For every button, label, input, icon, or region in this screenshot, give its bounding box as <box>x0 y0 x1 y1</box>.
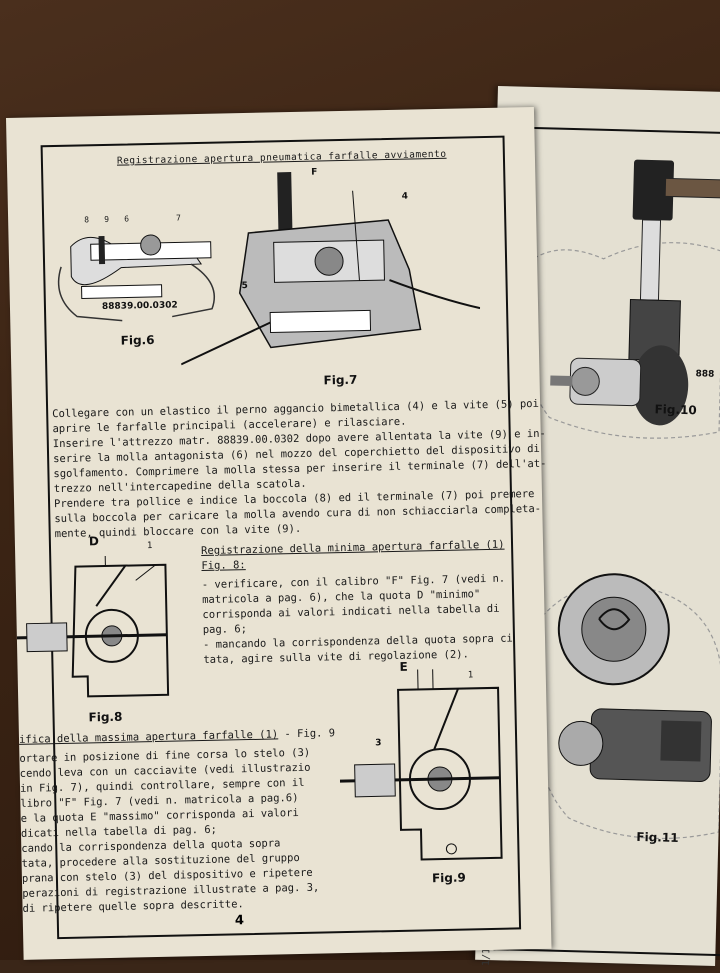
fig9-callout-1: 1 <box>468 668 474 683</box>
fig8-callout-1: 1 <box>147 539 153 554</box>
fig6-callout-6: 6 <box>124 211 129 226</box>
section3-heading: ifica della massima apertura farfalle (1… <box>19 728 278 745</box>
fig8-callout-D: D <box>89 534 99 548</box>
left-manual-page: Registrazione apertura pneumatica farfal… <box>6 107 552 960</box>
fig9-callout-E: E <box>399 660 407 674</box>
fig8-cross-section-diagram <box>15 554 193 708</box>
fig6-callout-9: 9 <box>104 212 109 227</box>
fig7-callout-5: 5 <box>241 281 247 291</box>
section2-line: pag. 6; <box>203 622 248 638</box>
section2-subheading: Fig. 8: <box>201 558 246 574</box>
page-number: 4 <box>235 913 244 928</box>
fig6-tool-code: 88839.00.0302 <box>102 300 178 312</box>
fig9-label: Fig.9 <box>432 871 466 886</box>
section3-heading-suffix: - Fig. 9 <box>278 727 335 740</box>
fig8-label: Fig.8 <box>88 710 122 725</box>
fig7-label: Fig.7 <box>323 373 357 388</box>
fig7-carburetor-illustration <box>177 158 481 374</box>
fig6-label: Fig.6 <box>121 333 155 348</box>
fig9-callout-3: 3 <box>375 738 381 748</box>
fig10-label: Fig.10 <box>654 402 697 417</box>
fig7-callout-4: 4 <box>402 192 408 202</box>
fig6-callout-8: 8 <box>84 212 89 227</box>
fig11-label: Fig.11 <box>636 830 679 845</box>
fig7-callout-F: F <box>311 167 317 177</box>
partial-tool-code: 888 <box>695 369 714 379</box>
fig9-cross-section-diagram <box>338 667 522 871</box>
